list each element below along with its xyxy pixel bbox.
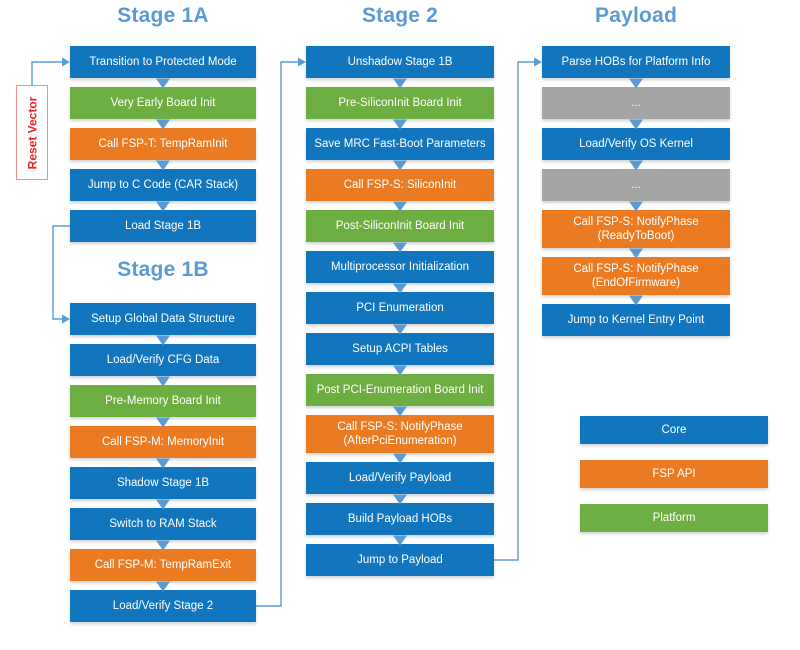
node-label: Parse HOBs for Platform Info (561, 56, 711, 68)
node-label: Load/Verify Payload (348, 472, 452, 484)
node-stage2-6[interactable]: PCI Enumeration (306, 292, 494, 324)
column-title-stage2: Stage 2 (361, 4, 439, 27)
node-label: Very Early Board Init (110, 97, 216, 109)
node-stage1b-4[interactable]: Shadow Stage 1B (70, 467, 256, 499)
node-label: Pre-SiliconInit Board Init (338, 97, 462, 109)
node-label: ... (631, 179, 641, 191)
node-stage1b-0[interactable]: Setup Global Data Structure (70, 303, 256, 335)
node-stage1b-3[interactable]: Call FSP-M: MemoryInit (70, 426, 256, 458)
reset-vector-label: Reset Vector (25, 96, 40, 169)
node-label: Multiprocessor Initialization (330, 261, 470, 273)
node-stage1a-2[interactable]: Call FSP-T: TempRamInit (70, 128, 256, 160)
node-label-line: Call FSP-S: NotifyPhase (573, 216, 699, 228)
node-payload-4[interactable]: Call FSP-S: NotifyPhase (ReadyToBoot) (542, 210, 730, 248)
node-payload-2[interactable]: Load/Verify OS Kernel (542, 128, 730, 160)
arrowhead-reset-to-stage1a (62, 57, 70, 67)
node-stage2-8[interactable]: Post PCI-Enumeration Board Init (306, 374, 494, 406)
node-label: Call FSP-S: SiliconInit (343, 179, 457, 191)
legend-item-core: Core (580, 416, 768, 444)
node-stage1a-4[interactable]: Load Stage 1B (70, 210, 256, 242)
node-payload-5[interactable]: Call FSP-S: NotifyPhase (EndOfFirmware) (542, 257, 730, 295)
node-stage1b-6[interactable]: Call FSP-M: TempRamExit (70, 549, 256, 581)
link-stage1b-to-stage2 (256, 61, 298, 607)
node-label: Switch to RAM Stack (109, 518, 217, 530)
node-stage2-10[interactable]: Load/Verify Payload (306, 462, 494, 494)
node-stage1b-1[interactable]: Load/Verify CFG Data (70, 344, 256, 376)
node-stage2-7[interactable]: Setup ACPI Tables (306, 333, 494, 365)
node-payload-3[interactable]: ... (542, 169, 730, 201)
legend-item-fsp_api: FSP API (580, 460, 768, 488)
node-label: Jump to Kernel Entry Point (567, 314, 705, 326)
node-payload-6[interactable]: Jump to Kernel Entry Point (542, 304, 730, 336)
node-stage2-11[interactable]: Build Payload HOBs (306, 503, 494, 535)
node-stage2-9[interactable]: Call FSP-S: NotifyPhase (AfterPciEnumerat… (306, 415, 494, 453)
node-label: Call FSP-T: TempRamInit (98, 138, 228, 150)
node-label-line: Call FSP-S: NotifyPhase (573, 263, 699, 275)
node-label: Load/Verify CFG Data (106, 354, 220, 366)
node-label: Setup ACPI Tables (352, 343, 448, 355)
node-stage1a-0[interactable]: Transition to Protected Mode (70, 46, 256, 78)
node-label: Save MRC Fast-Boot Parameters (314, 138, 486, 150)
node-label: Pre-Memory Board Init (105, 395, 221, 407)
node-stage2-5[interactable]: Multiprocessor Initialization (306, 251, 494, 283)
node-stage2-3[interactable]: Call FSP-S: SiliconInit (306, 169, 494, 201)
node-label: ... (631, 97, 641, 109)
node-label: Post PCI-Enumeration Board Init (316, 384, 484, 396)
legend-item-platform: Platform (580, 504, 768, 532)
node-label: Transition to Protected Mode (89, 56, 237, 68)
arrowhead-stage2-to-payload (534, 57, 542, 67)
node-label: PCI Enumeration (356, 302, 444, 314)
node-label: Load Stage 1B (124, 220, 202, 232)
legend-label: Core (661, 424, 687, 436)
arrowhead-stage1b-to-stage2 (298, 57, 306, 67)
node-stage1b-7[interactable]: Load/Verify Stage 2 (70, 590, 256, 622)
node-label: Load/Verify Stage 2 (112, 600, 214, 612)
node-label: Setup Global Data Structure (91, 313, 235, 325)
reset-vector-box: Reset Vector (16, 85, 48, 180)
node-label-line: Call FSP-S: NotifyPhase (337, 421, 463, 433)
node-stage2-0[interactable]: Unshadow Stage 1B (306, 46, 494, 78)
legend-label: FSP API (652, 468, 696, 480)
node-label: Jump to Payload (357, 554, 443, 566)
column-title-stage1a: Stage 1A (117, 4, 209, 27)
node-label: Build Payload HOBs (347, 513, 453, 525)
node-label-line: (ReadyToBoot) (597, 230, 675, 242)
node-stage1a-3[interactable]: Jump to C Code (CAR Stack) (70, 169, 256, 201)
node-payload-0[interactable]: Parse HOBs for Platform Info (542, 46, 730, 78)
node-stage2-2[interactable]: Save MRC Fast-Boot Parameters (306, 128, 494, 160)
link-reset-to-stage1a (31, 61, 62, 85)
node-stage1b-5[interactable]: Switch to RAM Stack (70, 508, 256, 540)
node-stage1b-2[interactable]: Pre-Memory Board Init (70, 385, 256, 417)
column-title-stage1b: Stage 1B (117, 258, 209, 281)
legend-label: Platform (652, 512, 696, 524)
node-label: Unshadow Stage 1B (347, 56, 453, 68)
node-stage2-12[interactable]: Jump to Payload (306, 544, 494, 576)
node-label: Load/Verify OS Kernel (579, 138, 693, 150)
link-stage2-to-payload (494, 61, 534, 561)
node-payload-1[interactable]: ... (542, 87, 730, 119)
arrowhead-stage1a-to-stage1b (62, 314, 70, 324)
column-title-payload: Payload (595, 4, 677, 27)
node-label: Post-SiliconInit Board Init (335, 220, 465, 232)
node-label: Call FSP-M: TempRamExit (94, 559, 232, 571)
node-label: Shadow Stage 1B (116, 477, 210, 489)
link-stage1a-to-stage1b (52, 225, 70, 320)
node-label-line: (AfterPciEnumeration) (343, 435, 457, 447)
node-stage2-1[interactable]: Pre-SiliconInit Board Init (306, 87, 494, 119)
node-label-line: (EndOfFirmware) (591, 277, 681, 289)
node-stage1a-1[interactable]: Very Early Board Init (70, 87, 256, 119)
node-label: Call FSP-M: MemoryInit (101, 436, 225, 448)
node-stage2-4[interactable]: Post-SiliconInit Board Init (306, 210, 494, 242)
node-label: Jump to C Code (CAR Stack) (87, 179, 239, 191)
